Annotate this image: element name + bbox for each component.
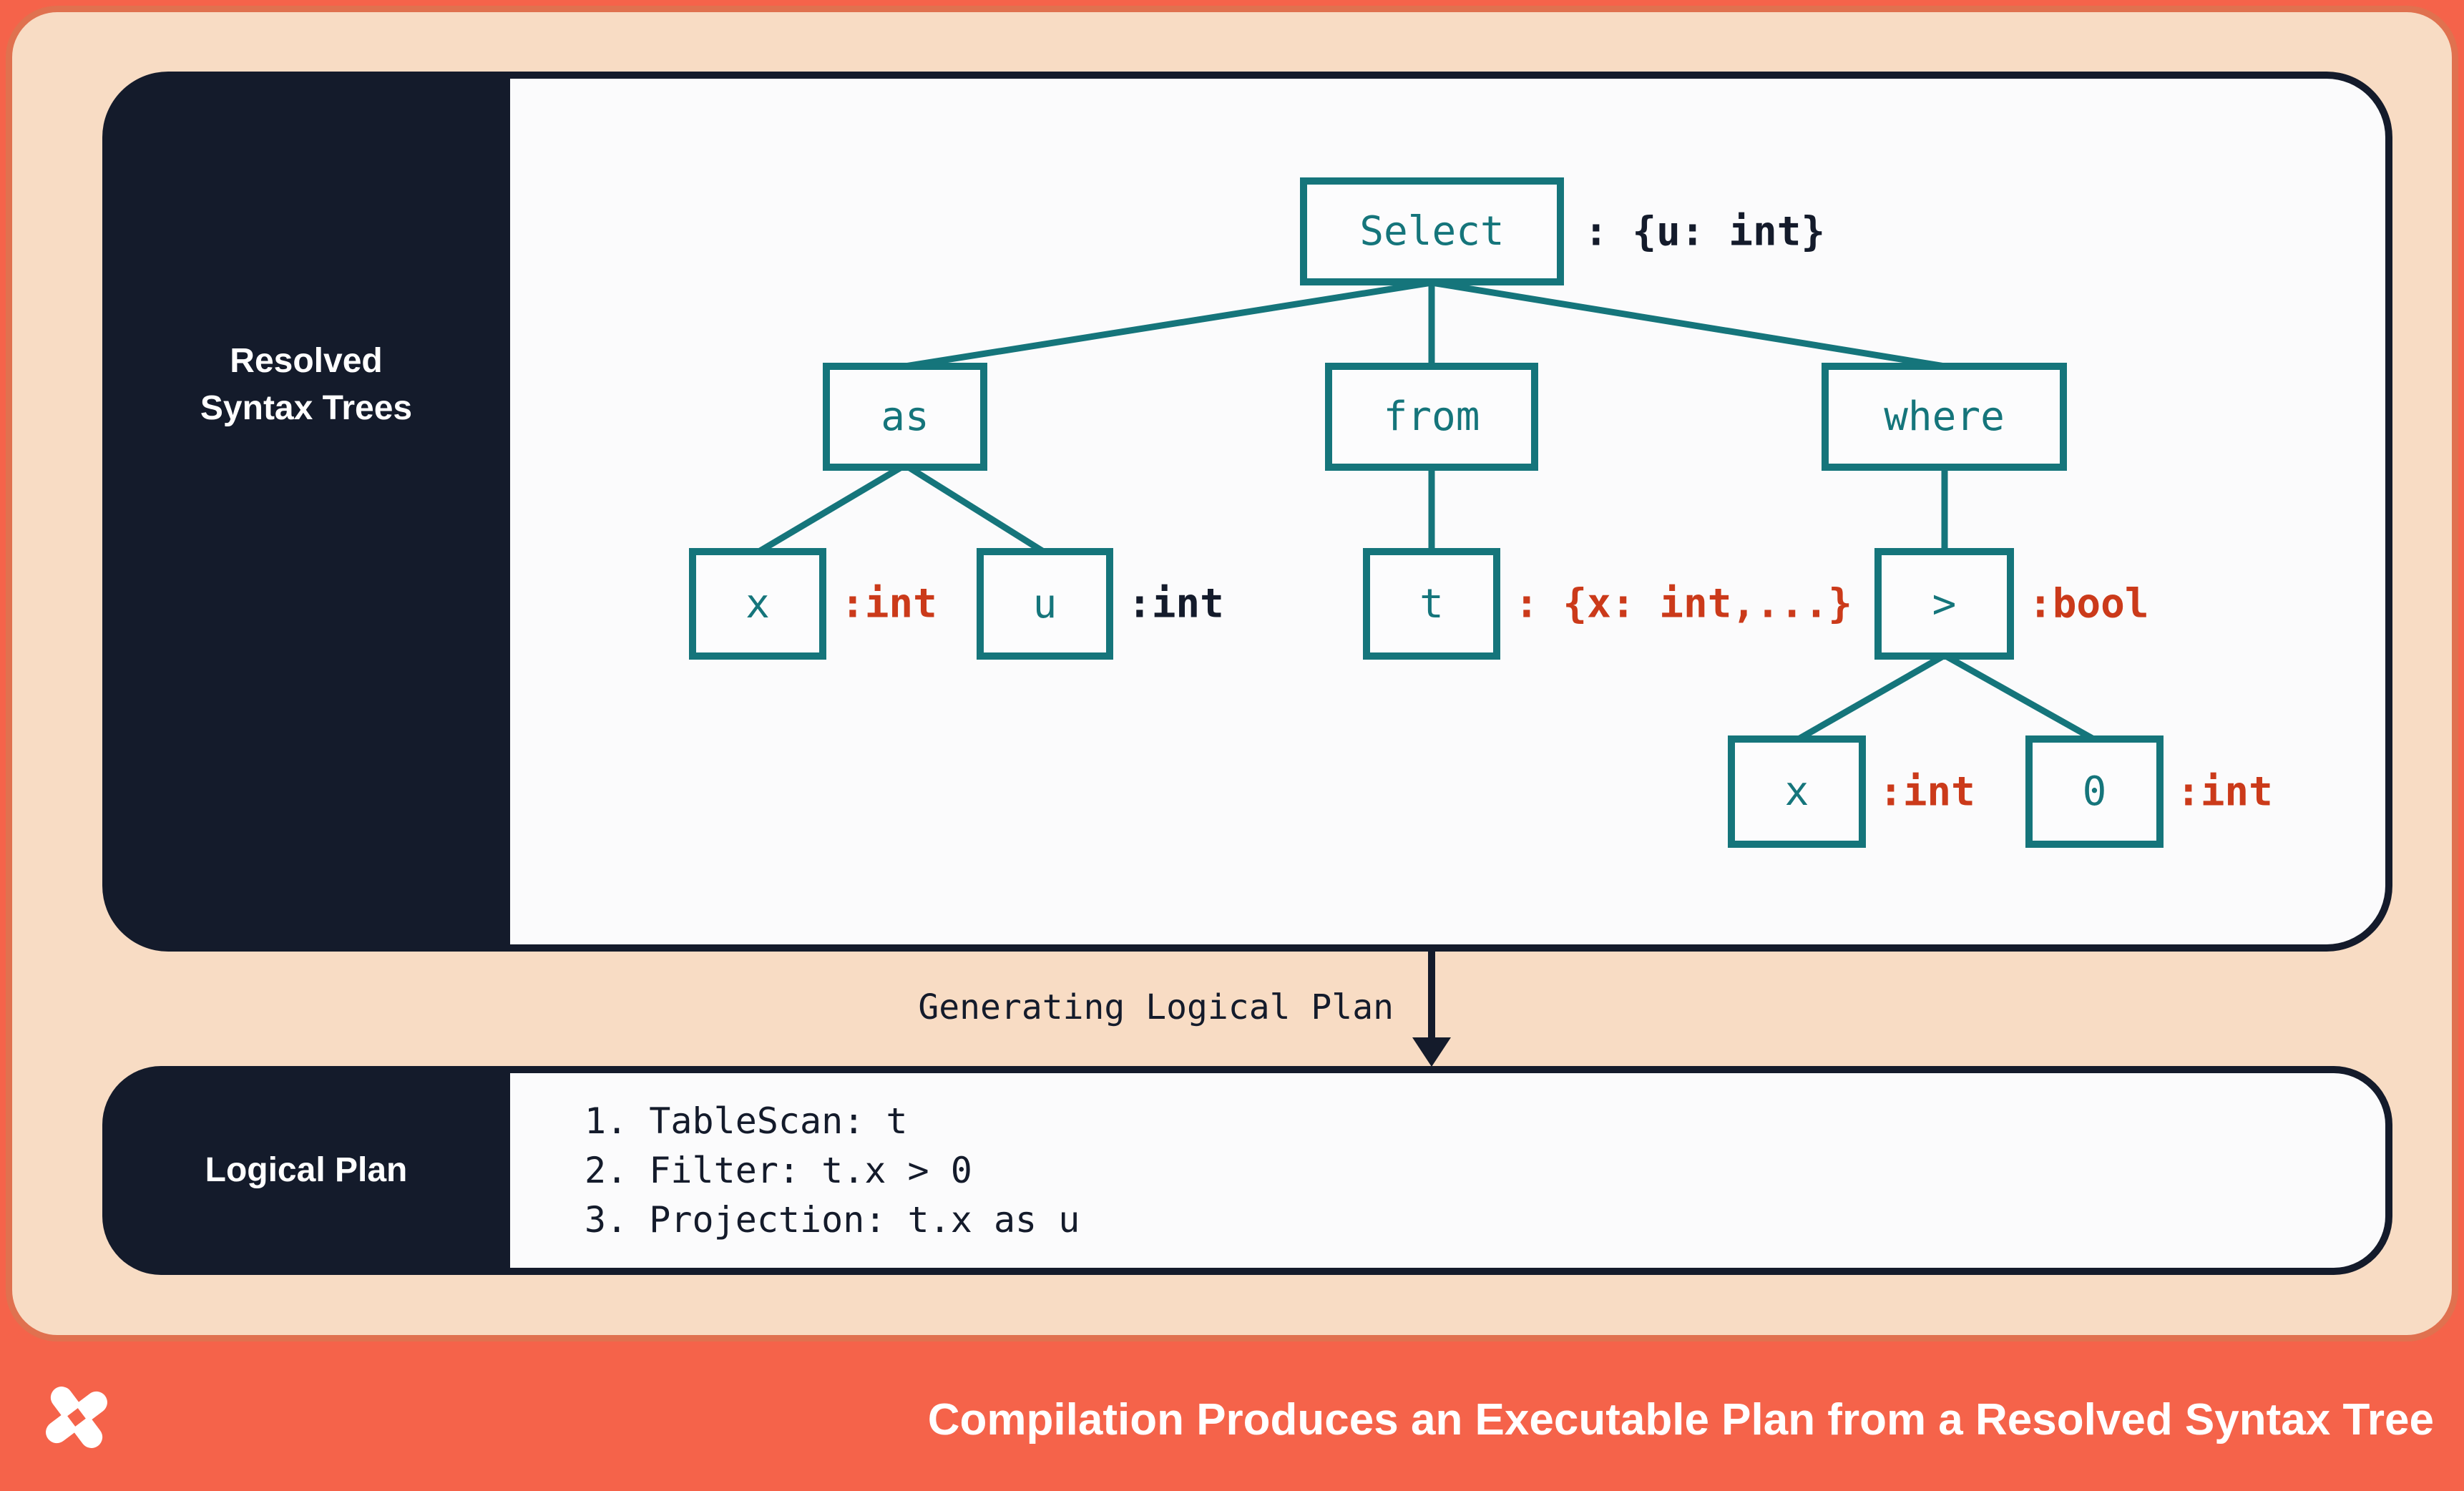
edge-as-u [903, 462, 1047, 555]
tree-node-u-annotation: :int [1128, 580, 1224, 627]
logical-plan-panel: 1. TableScan: t 2. Filter: t.x > 0 3. Pr… [102, 1066, 2392, 1275]
footer-title: Compilation Produces an Executable Plan … [927, 1394, 2434, 1444]
tree-node-t-label: t [1419, 580, 1444, 627]
tree-node-gt-annotation: :bool [2028, 580, 2149, 627]
resolved-syntax-trees-panel: Resolved Syntax Trees Select [102, 72, 2392, 952]
tree-node-x1-annotation: :int [841, 580, 937, 627]
edge-gt-x [1795, 652, 1947, 743]
edge-select-as [904, 279, 1432, 370]
logical-plan-step-3: 3. Projection: t.x as u [585, 1198, 1080, 1241]
tree-node-select: Select [1300, 177, 1564, 285]
resolved-panel-title-line2: Syntax Trees [200, 389, 413, 427]
tree-node-x2-label: x [1784, 768, 1809, 815]
logical-plan-step-1: 1. TableScan: t [585, 1100, 908, 1142]
tree-node-zero-label: 0 [2082, 768, 2107, 815]
resolved-panel-title-line1: Resolved [230, 342, 383, 380]
syntax-tree: Select : {u: int} as from where x :int u… [510, 79, 2385, 944]
tree-node-t-annotation: : {x: int,...} [1515, 580, 1853, 627]
tree-node-gt: > [1874, 548, 2014, 660]
tree-node-as-label: as [881, 393, 929, 440]
tree-node-select-label: Select [1359, 208, 1505, 255]
tree-node-u-label: u [1032, 580, 1057, 627]
edge-as-x [756, 462, 907, 555]
tree-node-zero-annotation: :int [2176, 768, 2273, 816]
tree-node-x2-annotation: :int [1879, 768, 1975, 816]
down-arrow-line [1428, 952, 1435, 1039]
tree-node-u: u [977, 548, 1113, 660]
resolved-panel-title: Resolved Syntax Trees [102, 338, 510, 432]
edge-select-where [1431, 279, 1945, 370]
tree-node-x1: x [689, 548, 826, 660]
logical-plan-steps: 1. TableScan: t 2. Filter: t.x > 0 3. Pr… [510, 1073, 2385, 1268]
tree-node-x1-label: x [745, 580, 770, 627]
transition-label: Generating Logical Plan [918, 987, 1394, 1027]
tree-node-t: t [1363, 548, 1500, 660]
edge-gt-zero [1942, 652, 2097, 743]
tree-node-from: from [1325, 363, 1538, 471]
pinwheel-logo-icon [46, 1387, 107, 1448]
footer-bar: Compilation Produces an Executable Plan … [0, 1348, 2464, 1491]
tree-node-x2: x [1728, 735, 1866, 848]
down-arrow-head-icon [1412, 1037, 1451, 1067]
tree-node-from-label: from [1383, 393, 1480, 440]
tree-node-as: as [823, 363, 987, 471]
logical-plan-step-2: 2. Filter: t.x > 0 [585, 1149, 972, 1191]
tree-node-where-label: where [1884, 393, 2005, 440]
tree-node-select-annotation: : {u: int} [1584, 208, 1826, 255]
tree-node-gt-label: > [1932, 580, 1957, 627]
tree-node-zero: 0 [2025, 735, 2164, 848]
tree-node-where: where [1822, 363, 2067, 471]
tree-edges [756, 279, 2097, 743]
logical-panel-title: Logical Plan [205, 1151, 408, 1189]
